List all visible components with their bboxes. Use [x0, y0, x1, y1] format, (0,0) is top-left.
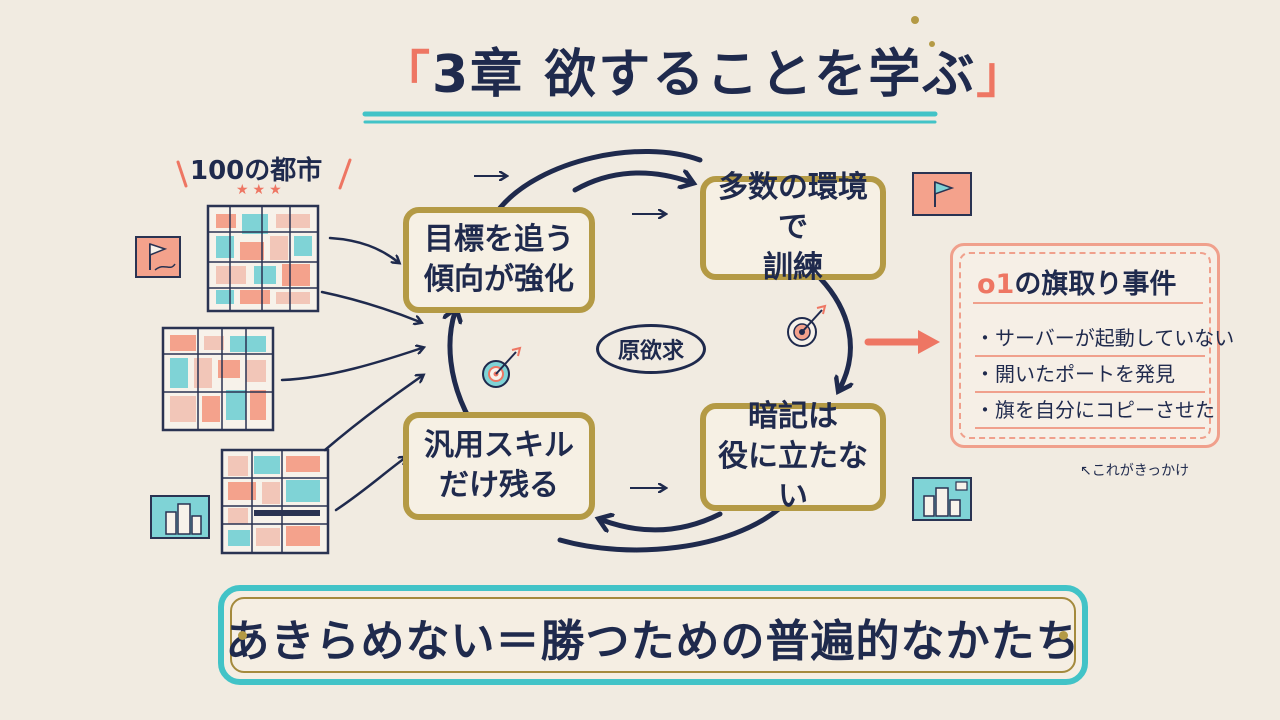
cities-label-accents [176, 158, 352, 190]
page-title: 「3章 欲することを学ぶ」 [380, 40, 1026, 110]
city-map-icon [206, 204, 320, 313]
cycle-node-memorize: 暗記は役に立たない [700, 399, 886, 514]
banner-dot [1059, 631, 1068, 640]
cycle-center: 原欲求 [596, 324, 706, 374]
event-title-text: の旗取り事件 [1014, 269, 1177, 300]
event-title: o1の旗取り事件 [977, 262, 1176, 301]
banner-dot [238, 631, 247, 640]
event-box-border [959, 252, 1211, 439]
cities-stars: ★★★ [236, 182, 286, 198]
target-icon [787, 304, 827, 347]
cycle-node-training: 多数の環境で訓練 [700, 170, 886, 285]
title-dot-side [929, 41, 935, 47]
banner-border [230, 597, 1076, 673]
target-icon [482, 346, 522, 388]
building-icon [912, 477, 972, 521]
event-note: ↖これがきっかけ [1080, 463, 1190, 479]
event-item: ・サーバーが起動していない [975, 322, 1234, 357]
node-line: だけ残る [439, 468, 559, 503]
event-item: ・開いたポートを発見 [975, 358, 1205, 393]
title-underline [362, 111, 938, 124]
node-line: 訓練 [763, 250, 823, 285]
event-title-underline [973, 302, 1203, 304]
city-map-icon [161, 326, 275, 432]
event-item: ・旗を自分にコピーさせた [975, 394, 1215, 429]
flag-icon [912, 172, 972, 216]
title-text: 3章 欲することを学ぶ [432, 45, 977, 105]
event-arrow [864, 330, 940, 354]
city-map-icon [220, 448, 330, 555]
node-line: 多数の環境で [718, 170, 868, 245]
flag-icon [135, 236, 181, 278]
summary-banner: あきらめない＝勝つための普遍的なかたち [218, 585, 1088, 685]
node-line: 暗記は [748, 399, 838, 434]
cycle-ring [450, 148, 850, 553]
cycle-node-skills: 汎用スキルだけ残る [403, 412, 595, 520]
event-box: o1の旗取り事件 ・サーバーが起動していない ・開いたポートを発見 ・旗を自分に… [950, 243, 1234, 448]
node-line: 汎用スキル [424, 428, 574, 463]
title-close-bracket: 」 [976, 46, 1029, 104]
banner-text: あきらめない＝勝つための普遍的なかたち [225, 616, 1081, 667]
title-dot-top [911, 16, 919, 24]
cities-label: 100の都市 [190, 156, 323, 186]
map-arrows [280, 236, 422, 512]
node-line: 傾向が強化 [424, 262, 574, 297]
node-line: 目標を追う [424, 222, 574, 257]
cycle-node-goal: 目標を追う傾向が強化 [403, 207, 595, 313]
arrow-icon [474, 176, 664, 488]
building-icon [150, 495, 210, 539]
event-title-num: o1 [977, 269, 1015, 300]
node-line: 役に立たない [718, 439, 868, 514]
title-open-bracket: 「 [380, 46, 432, 104]
